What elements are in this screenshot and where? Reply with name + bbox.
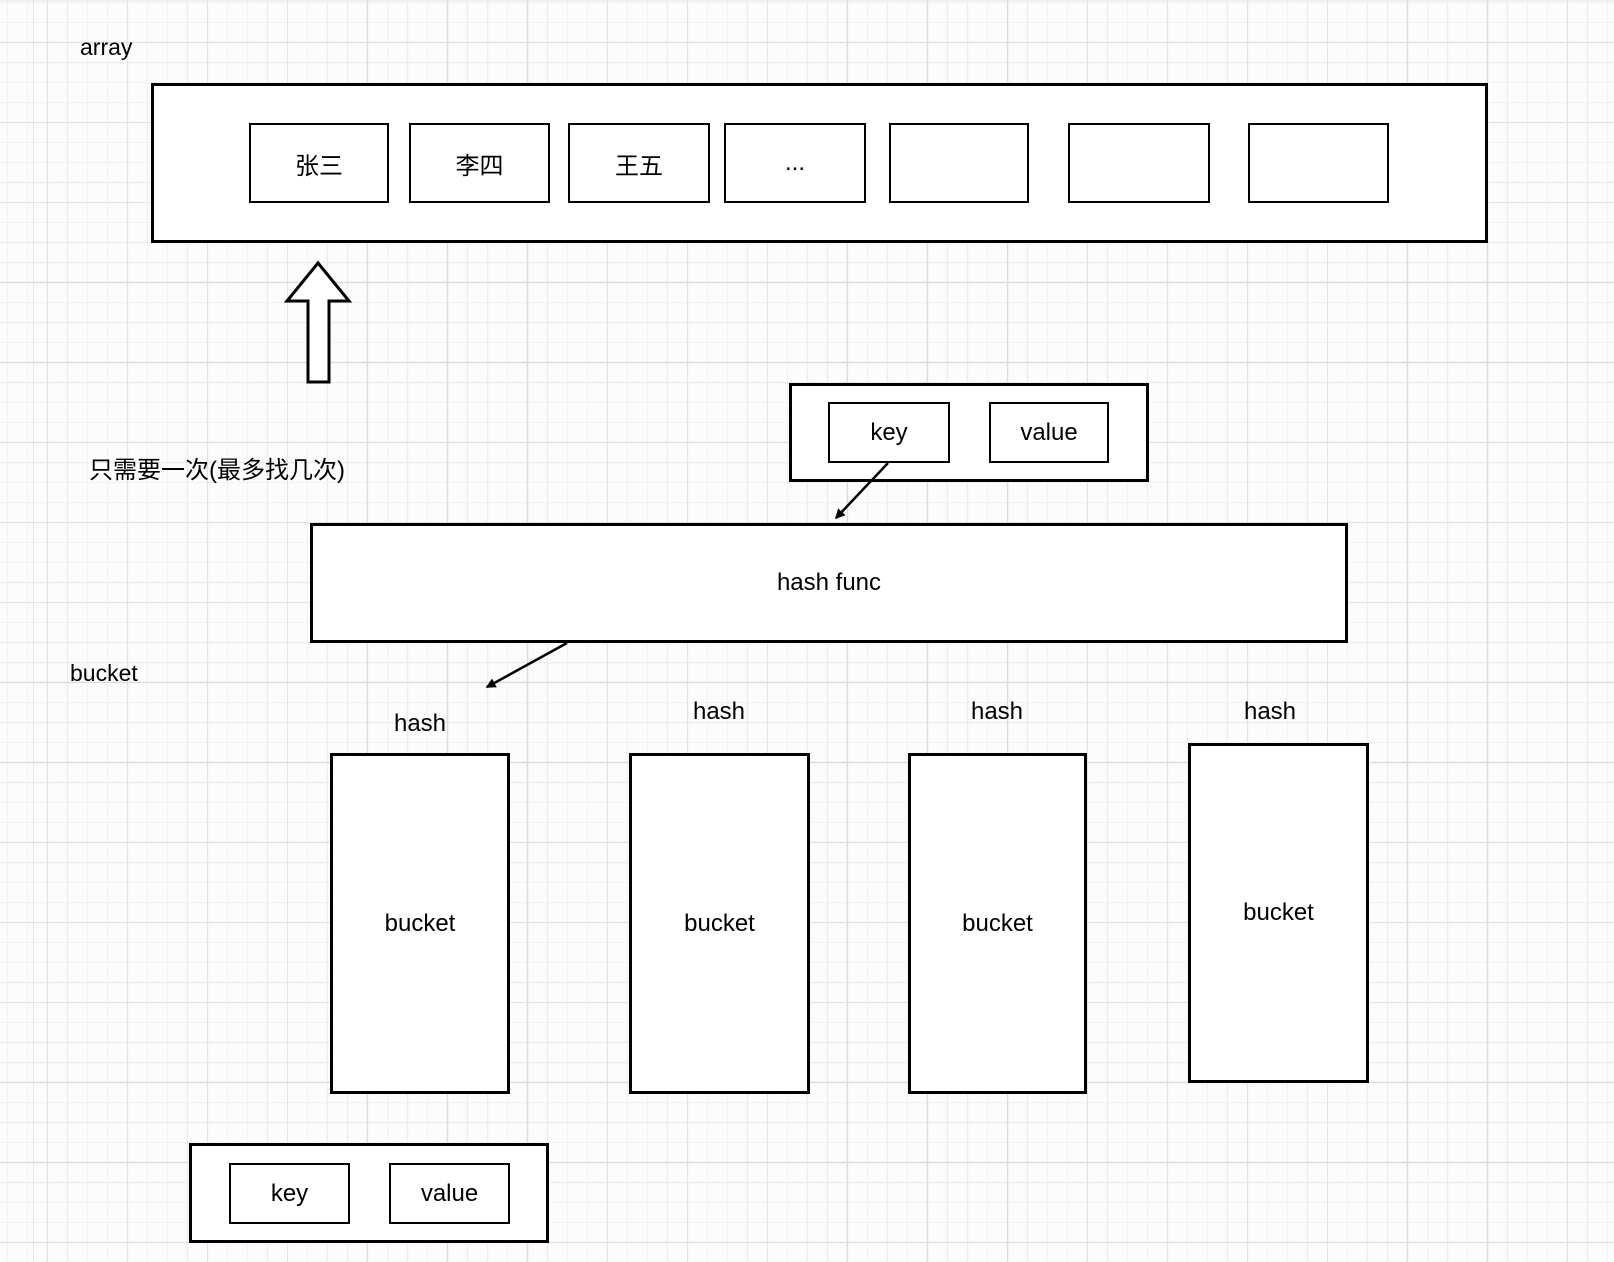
hash-func-label: hash func	[776, 569, 882, 596]
array-section-label: array	[80, 34, 133, 60]
bucket-box-2-label: bucket	[684, 909, 755, 937]
bucket-box-3: bucket	[908, 753, 1087, 1094]
array-cell-2: 李四	[409, 123, 550, 203]
bucket-box-4-label: bucket	[1243, 899, 1314, 926]
bucket-section-label: bucket	[70, 660, 138, 686]
bucket-box-1: bucket	[330, 753, 510, 1094]
array-cell-4: ...	[724, 123, 866, 203]
hash-label-2: hash	[692, 698, 746, 725]
up-arrow-icon	[283, 260, 353, 384]
array-cell-5	[889, 123, 1029, 203]
bucket-box-3-label: bucket	[962, 909, 1033, 937]
kv-top-value-box: value	[989, 402, 1109, 463]
hashfunc-to-bucket-arrow-icon	[485, 641, 568, 689]
bucket-box-2: bucket	[629, 753, 810, 1094]
array-cell-7	[1248, 123, 1389, 203]
hash-label-1: hash	[393, 710, 447, 737]
array-cell-6	[1068, 123, 1210, 203]
kv-top-key-box: key	[828, 402, 950, 463]
hash-func-box: hash func	[310, 523, 1348, 643]
kv-bottom-value-box: value	[389, 1163, 510, 1224]
array-cell-1: 张三	[249, 123, 389, 203]
hash-label-4: hash	[1243, 698, 1297, 725]
bucket-box-1-label: bucket	[384, 909, 456, 937]
note-text: 只需要一次(最多找几次)	[89, 457, 345, 484]
array-cell-3: 王五	[568, 123, 710, 203]
bucket-box-4: bucket	[1188, 743, 1369, 1083]
kv-bottom-key-box: key	[229, 1163, 350, 1224]
hash-label-3: hash	[970, 698, 1024, 725]
